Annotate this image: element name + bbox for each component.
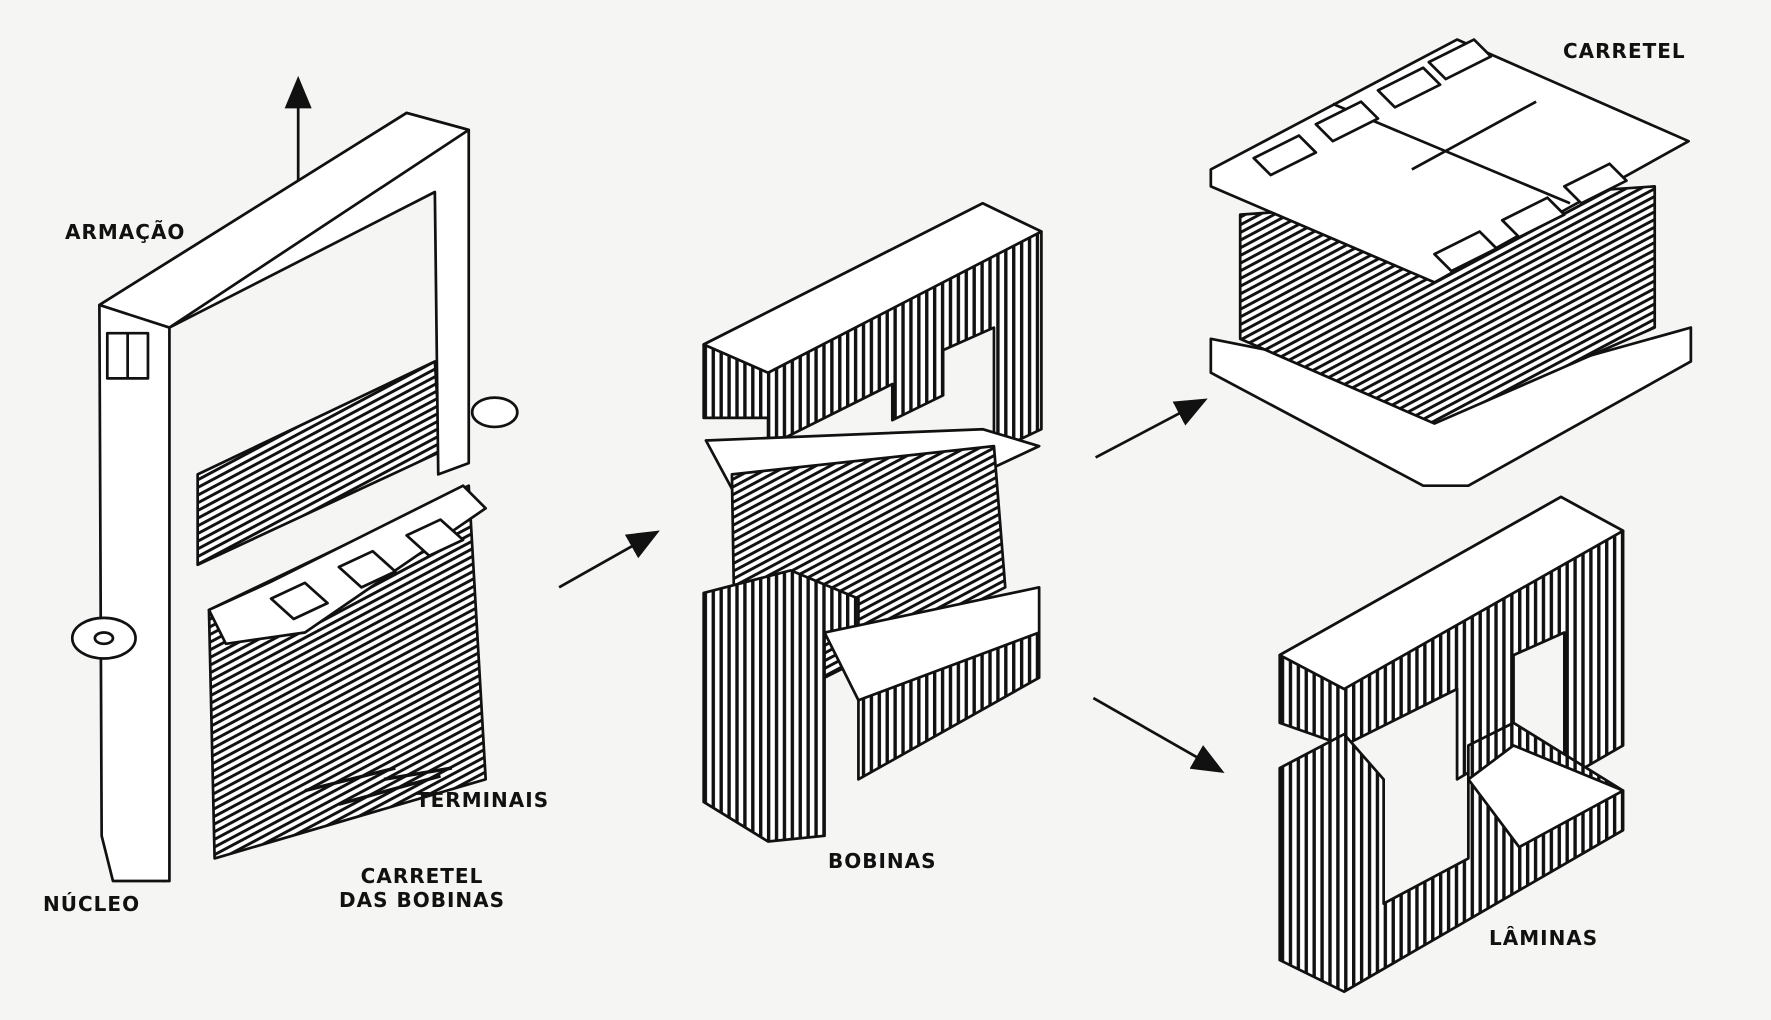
label-armacao: ARMAÇÃO <box>65 220 186 244</box>
label-carretel-line2: DAS BOBINAS <box>339 888 505 912</box>
label-carretel-line1: CARRETEL <box>360 864 484 888</box>
label-terminais: TERMINAIS <box>416 788 550 812</box>
assembled-transformer <box>70 75 519 883</box>
bobbin-in-core <box>558 201 1043 843</box>
bobbin-carretel <box>1094 38 1693 488</box>
label-nucleo: NÚCLEO <box>43 892 141 916</box>
label-bobinas: BOBINAS <box>828 849 937 873</box>
label-carretel: CARRETEL <box>1563 39 1686 63</box>
label-carretel-das-bobinas: CARRETEL DAS BOBINAS <box>339 864 505 912</box>
core-laminations <box>1092 495 1625 994</box>
label-laminas: LÂMINAS <box>1489 926 1599 950</box>
